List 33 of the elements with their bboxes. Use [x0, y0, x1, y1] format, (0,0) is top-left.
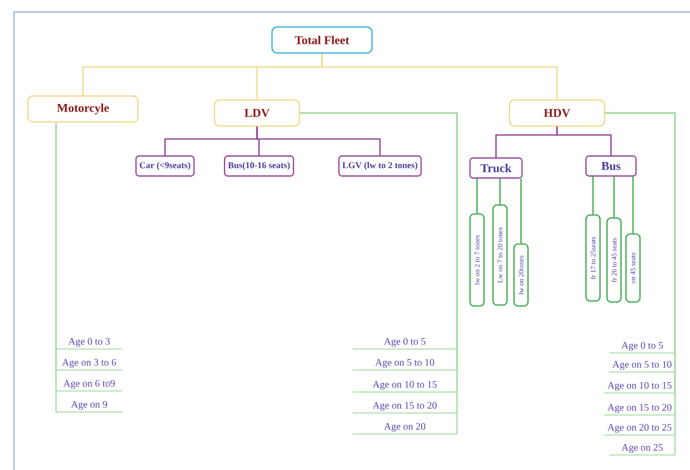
age-label: Age on 9 [56, 401, 123, 412]
category-box: Truck [469, 157, 523, 179]
age-label: Age 0 to 5 [352, 338, 458, 350]
age-label: Age on 10 to 15 [352, 380, 458, 392]
category-box: LGV (lw to 2 tones) [338, 155, 422, 177]
age-label: Age on 5 to 10 [352, 358, 458, 370]
age-label: Age 0 to 3 [56, 338, 123, 350]
age-label: Age on 3 to 6 [56, 359, 123, 370]
category-box: Total Fleet [271, 26, 373, 54]
age-label: Age on 6 to9 [56, 380, 123, 392]
age-label: Age on 25 [609, 444, 676, 456]
connector-line [256, 126, 381, 156]
connector-line [321, 54, 558, 100]
age-label: Age 0 to 5 [609, 342, 676, 354]
age-label: Age on 20 [352, 422, 458, 434]
age-label: Age on 15 to 20 [352, 402, 458, 414]
category-box: Motorcyle [27, 95, 139, 123]
category-box: LDV [214, 99, 300, 127]
category-box: Bus(10-16 seats) [224, 155, 294, 177]
age-label: Age on 15 to 20 [604, 404, 676, 416]
age-label: Age on 10 to 15 [604, 382, 676, 394]
age-label: Age on 20 to 25 [604, 424, 676, 436]
category-box: Bus [585, 155, 637, 177]
connector-line [592, 176, 594, 214]
category-box: HDV [508, 99, 606, 127]
connector-line [476, 178, 478, 214]
connector-line [613, 176, 615, 218]
category-box: Car (<9seats) [135, 155, 195, 177]
connector-line [632, 176, 634, 234]
connector-line [556, 126, 612, 156]
connector-line [520, 178, 522, 244]
age-label: Age on 5 to 10 [608, 360, 676, 372]
connector-line [499, 178, 501, 204]
